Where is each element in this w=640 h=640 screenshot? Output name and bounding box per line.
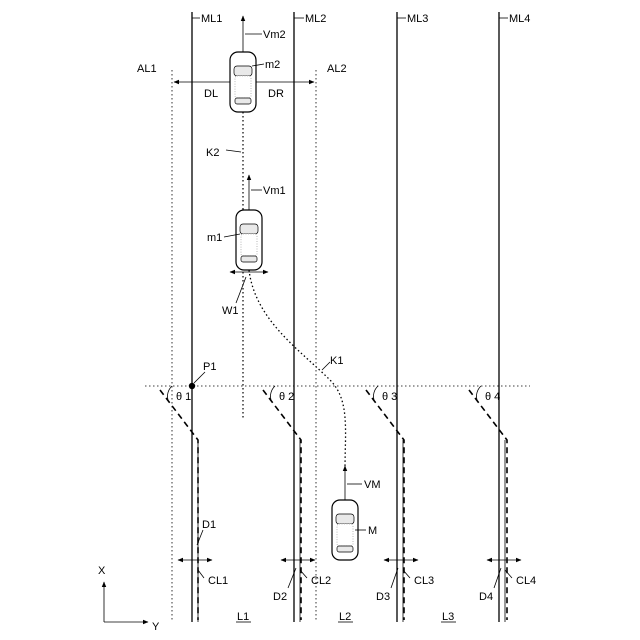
label-al2: AL2 (327, 63, 347, 75)
label-vm2: Vm2 (263, 29, 286, 41)
leader-cl4 (505, 570, 512, 578)
label-ml3: ML3 (407, 13, 428, 25)
label-theta3: θ 3 (382, 391, 397, 403)
vehicle-m1 (236, 210, 262, 270)
label-k1: K1 (330, 355, 343, 367)
label-vm: VM (364, 479, 381, 491)
label-m2: m2 (265, 59, 280, 71)
label-w1: W1 (222, 305, 239, 317)
leader-d2 (288, 568, 296, 588)
label-d2: D2 (273, 591, 287, 603)
label-ml1: ML1 (201, 13, 222, 25)
label-theta2: θ 2 (279, 391, 294, 403)
label-k2: K2 (206, 147, 219, 159)
label-l3: L3 (442, 611, 454, 623)
leader-cl2 (300, 570, 307, 578)
dashed-marking-3 (366, 390, 404, 620)
trajectory-k1 (249, 270, 346, 470)
label-ml2: ML2 (305, 13, 326, 25)
label-m: M (368, 525, 377, 537)
vehicle-m2 (230, 52, 256, 112)
p1-leader (194, 372, 205, 383)
label-cl3: CL3 (414, 575, 434, 587)
label-cl2: CL2 (311, 575, 331, 587)
label-dl: DL (204, 88, 218, 100)
leader-cl1 (198, 570, 204, 578)
angle-arc-3 (373, 386, 378, 400)
label-dr: DR (268, 88, 284, 100)
leader-d4 (494, 568, 501, 588)
leader-cl3 (403, 570, 410, 578)
label-d1: D1 (202, 519, 216, 531)
label-cl4: CL4 (516, 575, 536, 587)
vehicle-m (332, 500, 358, 560)
label-ml4: ML4 (509, 13, 530, 25)
label-y-axis: Y (152, 621, 160, 633)
label-vm1: Vm1 (263, 185, 286, 197)
label-d4: D4 (479, 591, 493, 603)
label-cl1: CL1 (208, 575, 228, 587)
label-d3: D3 (376, 591, 390, 603)
angle-arc-1 (167, 386, 172, 400)
labels: ML1 ML2 ML3 ML4 Vm2 m2 AL1 AL2 DL DR K2 … (98, 13, 536, 633)
label-al1: AL1 (137, 63, 157, 75)
leader-w1 (236, 277, 246, 303)
label-p1: P1 (203, 361, 216, 373)
leader-k1 (322, 362, 330, 370)
label-theta1: θ 1 (176, 391, 191, 403)
dashed-marking-2 (263, 390, 301, 620)
angle-arc-2 (270, 386, 275, 400)
label-m1: m1 (207, 232, 222, 244)
angle-arc-4 (476, 386, 481, 400)
angle-arcs (167, 386, 481, 400)
label-l1: L1 (237, 611, 249, 623)
coordinate-axes (104, 582, 148, 622)
label-theta4: θ 4 (485, 391, 500, 403)
leader-k2 (226, 150, 241, 152)
dashed-marking-4 (469, 390, 507, 620)
label-l2: L2 (339, 611, 351, 623)
point-p1 (189, 383, 195, 389)
label-x-axis: X (98, 565, 106, 577)
